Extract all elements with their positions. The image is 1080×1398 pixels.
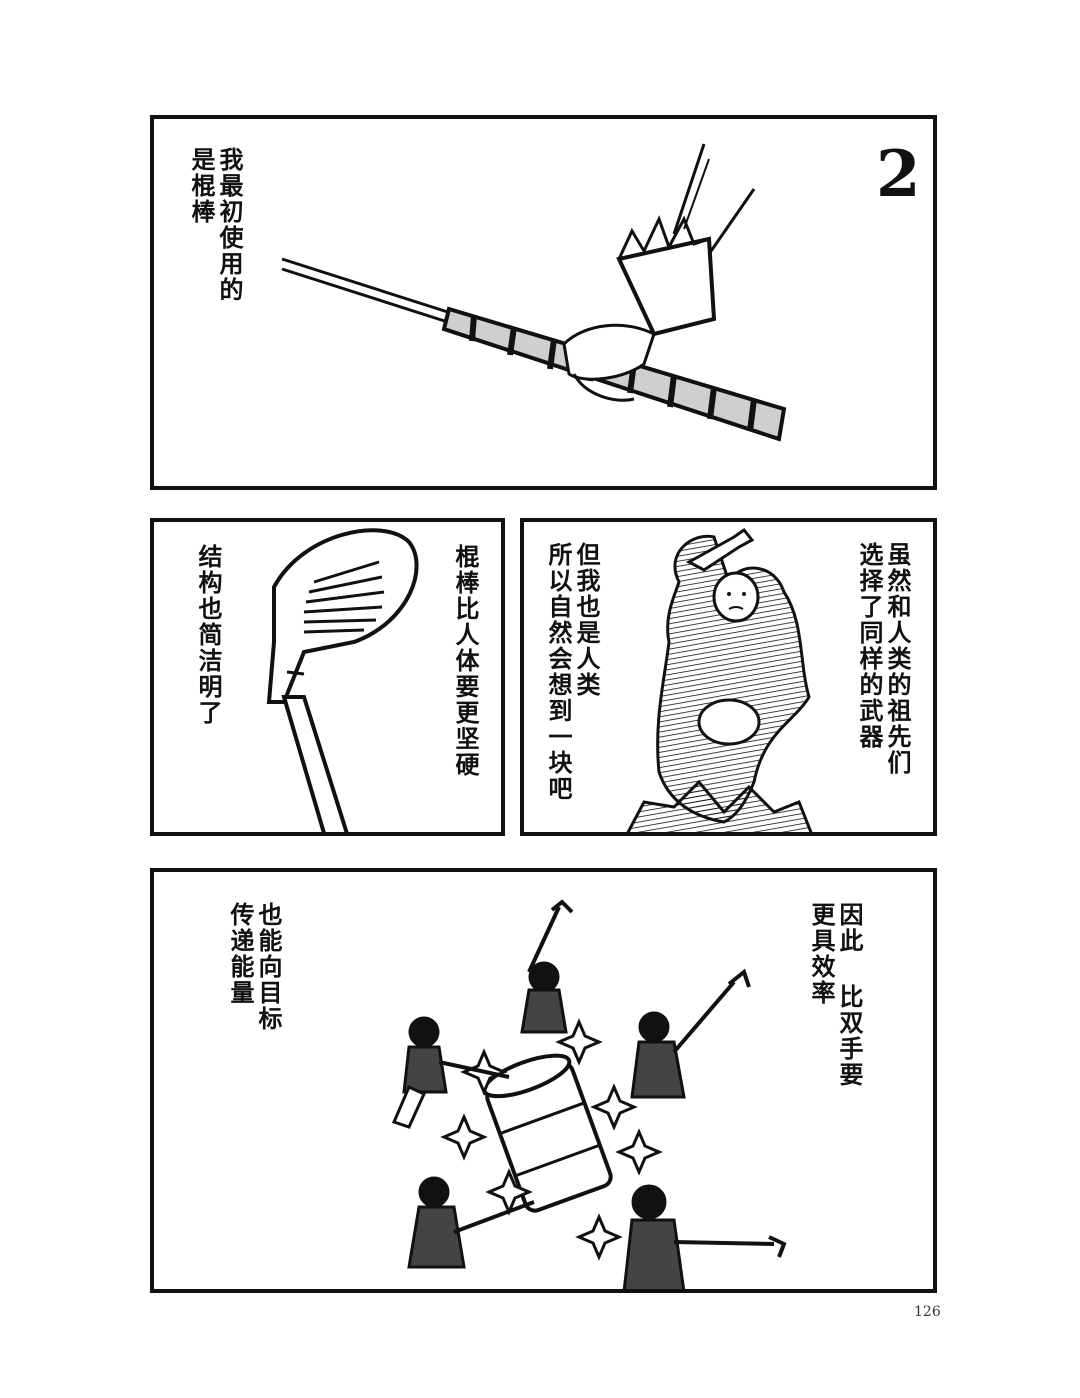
caption-line: 是棍棒 (187, 147, 215, 225)
panel-1-caption: 我最初使用的 是棍棒 (187, 147, 243, 303)
panel-3-caption-left: 但我也是人类 所以自然会想到一块吧 (544, 542, 600, 802)
panel-4-caption-right: 因此 比双手要 更具效率 (807, 902, 863, 1088)
panel-3-caption-right: 虽然和人类的祖先们 选择了同样的武器 (855, 542, 911, 776)
panel-1: 我最初使用的 是棍棒 2 (150, 115, 937, 490)
caption-line: 选择了同样的武器 (855, 542, 883, 750)
caption-line: 所以自然会想到一块吧 (544, 542, 572, 802)
panel-2: 棍棒比人体要更坚硬 结构也简洁明了 (150, 518, 505, 836)
chapter-number: 2 (876, 137, 921, 212)
panel-4-caption-left: 也能向目标 传递能量 (226, 902, 282, 1032)
panel-2-caption-right: 棍棒比人体要更坚硬 (451, 544, 479, 778)
caption-line: 虽然和人类的祖先们 (883, 542, 911, 776)
caption-line: 更具效率 (807, 902, 835, 1006)
caption-line: 结构也简洁明了 (194, 544, 222, 726)
caption-line: 我最初使用的 (215, 147, 243, 303)
caption-line: 棍棒比人体要更坚硬 (451, 544, 479, 778)
panel-4: 因此 比双手要 更具效率 也能向目标 传递能量 (150, 868, 937, 1293)
ape-with-bone-illustration (626, 527, 813, 832)
panel-2-caption-left: 结构也简洁明了 (194, 544, 222, 726)
caption-line: 但我也是人类 (572, 542, 600, 698)
caption-line: 传递能量 (226, 902, 254, 1006)
golf-club-grip-illustration (281, 143, 787, 442)
panel-3: 虽然和人类的祖先们 选择了同样的武器 但我也是人类 所以自然会想到一块吧 (520, 518, 937, 836)
caption-line: 也能向目标 (254, 902, 282, 1032)
golf-iron-illustration (266, 528, 419, 832)
caption-line: 因此 比双手要 (835, 902, 863, 1088)
girls-hitting-barrel-illustration (391, 899, 787, 1289)
page-number: 126 (914, 1304, 941, 1320)
